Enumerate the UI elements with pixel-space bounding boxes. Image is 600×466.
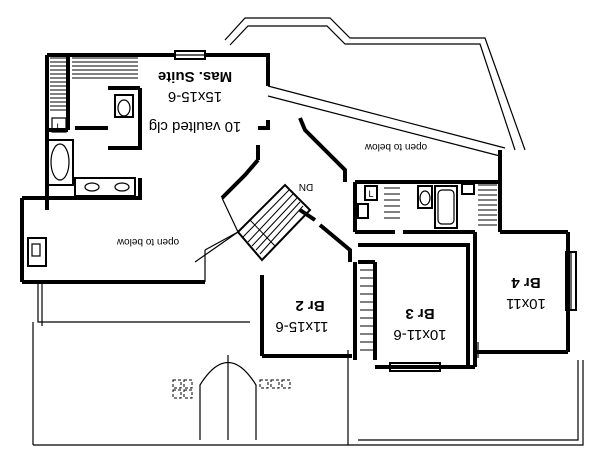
- br2-name: Br 2: [295, 297, 324, 314]
- br4-size: 10x11: [506, 295, 546, 312]
- master-suite-note: 10 vaulted clg: [149, 118, 242, 135]
- arched-window: [199, 355, 257, 440]
- br3-name: Br 3: [405, 305, 434, 322]
- hall-bath: L: [357, 183, 475, 229]
- open-to-below-lower: open to below: [116, 236, 179, 247]
- br3-label: Br 3 10x11-6: [393, 305, 446, 343]
- svg-text:L: L: [368, 189, 373, 199]
- br2-label: Br 2 11x15-6: [275, 297, 328, 335]
- closet-hatching: [50, 57, 497, 351]
- master-fixtures: L: [47, 50, 206, 197]
- br2-size: 11x15-6: [275, 318, 328, 335]
- svg-text:L: L: [56, 122, 61, 132]
- master-suite-label: Mas. Suite 15x15-6 10 vaulted clg: [149, 68, 242, 135]
- windows: [27, 237, 577, 372]
- open-to-below-upper: open to below: [364, 141, 427, 152]
- master-suite-name: Mas. Suite: [158, 68, 232, 85]
- br4-name: Br 4: [511, 274, 541, 291]
- master-suite-size: 15x15-6: [168, 88, 222, 105]
- dashed-details: [172, 379, 291, 399]
- br3-size: 10x11-6: [393, 326, 446, 343]
- exterior-walls: [20, 53, 570, 369]
- stair-down-label: DN: [299, 181, 313, 192]
- br4-label: Br 4 10x11: [506, 274, 546, 312]
- roof-outline: [32, 17, 584, 446]
- stairs: [194, 183, 312, 282]
